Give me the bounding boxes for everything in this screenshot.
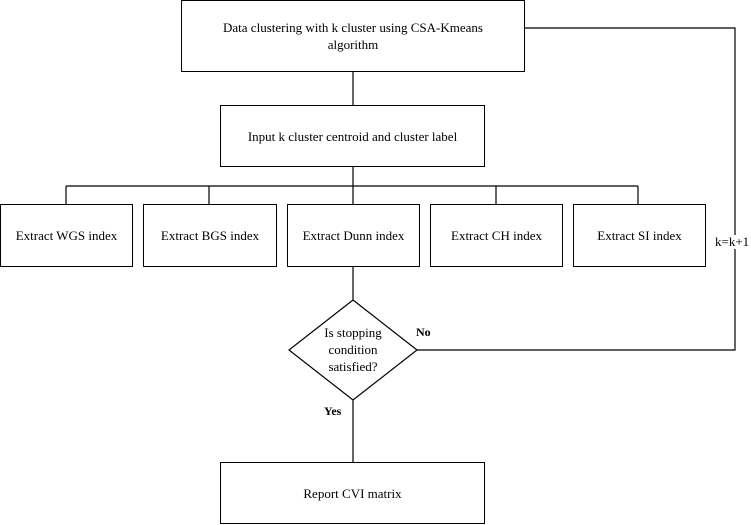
input-centroid-box: Input k cluster centroid and cluster lab… bbox=[220, 105, 485, 167]
connector-no-loop bbox=[417, 27, 736, 351]
decision-line-2: condition bbox=[328, 342, 378, 357]
no-label: No bbox=[416, 325, 431, 339]
extract-bgs-box: Extract BGS index bbox=[143, 204, 277, 267]
extract-dunn-box: Extract Dunn index bbox=[287, 204, 420, 267]
yes-label: Yes bbox=[324, 404, 342, 418]
extract-si-box: Extract SI index bbox=[573, 204, 706, 267]
decision-line-1: Is stopping bbox=[324, 325, 382, 340]
extract-wgs-box: Extract WGS index bbox=[0, 204, 133, 267]
extract-ch-box: Extract CH index bbox=[430, 204, 563, 267]
decision-text: Is stopping condition satisfied? bbox=[303, 324, 403, 375]
loop-label: k=k+1 bbox=[715, 234, 750, 249]
report-box: Report CVI matrix bbox=[220, 462, 485, 524]
clustering-box: Data clustering with k cluster using CSA… bbox=[181, 0, 525, 72]
decision-line-3: satisfied? bbox=[328, 359, 378, 374]
